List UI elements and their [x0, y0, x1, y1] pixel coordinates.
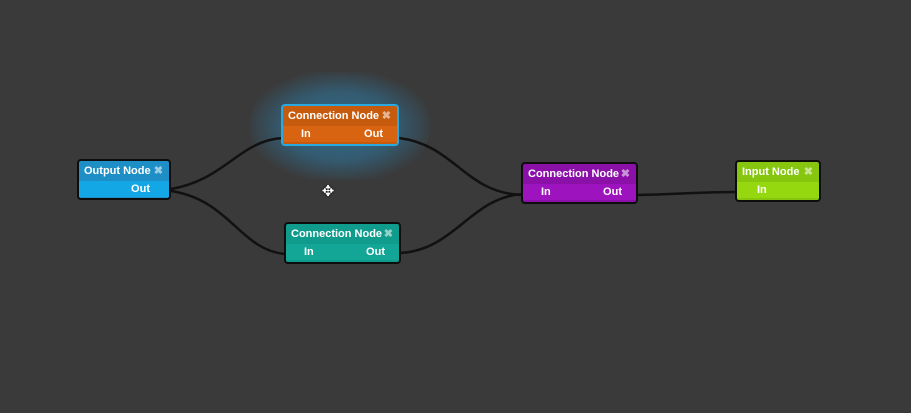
close-icon[interactable]: ✖: [153, 165, 163, 177]
node-ports: In Out: [283, 126, 397, 142]
out-port[interactable]: Out: [364, 128, 383, 140]
node-ports: In Out: [286, 244, 399, 260]
in-port[interactable]: In: [541, 186, 551, 198]
node-header[interactable]: Connection Node ✖: [283, 106, 397, 126]
node-header[interactable]: Connection Node ✖: [286, 224, 399, 244]
wire-output-to-conn-a[interactable]: [170, 136, 284, 191]
node-title: Connection Node: [528, 168, 620, 180]
node-title: Connection Node: [291, 228, 383, 240]
in-port[interactable]: In: [757, 184, 767, 196]
wire-conn-c-to-input[interactable]: [637, 190, 738, 197]
close-icon[interactable]: ✖: [620, 168, 630, 180]
node-header[interactable]: Connection Node ✖: [523, 164, 636, 184]
node-ports: In: [737, 182, 819, 198]
close-icon[interactable]: ✖: [381, 110, 391, 122]
move-cursor-icon: ✥: [321, 183, 335, 200]
close-icon[interactable]: ✖: [383, 228, 393, 240]
out-port[interactable]: Out: [366, 246, 385, 258]
in-port[interactable]: In: [301, 128, 311, 140]
wire-output-to-conn-b[interactable]: [170, 189, 286, 256]
connection-node-orange[interactable]: Connection Node ✖ In Out: [281, 104, 399, 146]
close-icon[interactable]: ✖: [803, 166, 813, 178]
output-node[interactable]: Output Node ✖ Out: [77, 159, 171, 200]
wire-conn-a-to-conn-c[interactable]: [398, 136, 523, 197]
connection-node-purple[interactable]: Connection Node ✖ In Out: [521, 162, 638, 204]
in-port[interactable]: In: [304, 246, 314, 258]
node-ports: In Out: [523, 184, 636, 200]
out-port[interactable]: Out: [131, 183, 150, 195]
node-title: Output Node: [84, 165, 151, 177]
node-header[interactable]: Input Node ✖: [737, 162, 819, 182]
connection-node-teal[interactable]: Connection Node ✖ In Out: [284, 222, 401, 264]
node-title: Input Node: [742, 166, 800, 178]
out-port[interactable]: Out: [603, 186, 622, 198]
node-title: Connection Node: [288, 110, 380, 122]
node-ports: Out: [79, 181, 169, 197]
wire-conn-b-to-conn-c[interactable]: [399, 192, 523, 255]
node-header[interactable]: Output Node ✖: [79, 161, 169, 181]
input-node[interactable]: Input Node ✖ In: [735, 160, 821, 202]
